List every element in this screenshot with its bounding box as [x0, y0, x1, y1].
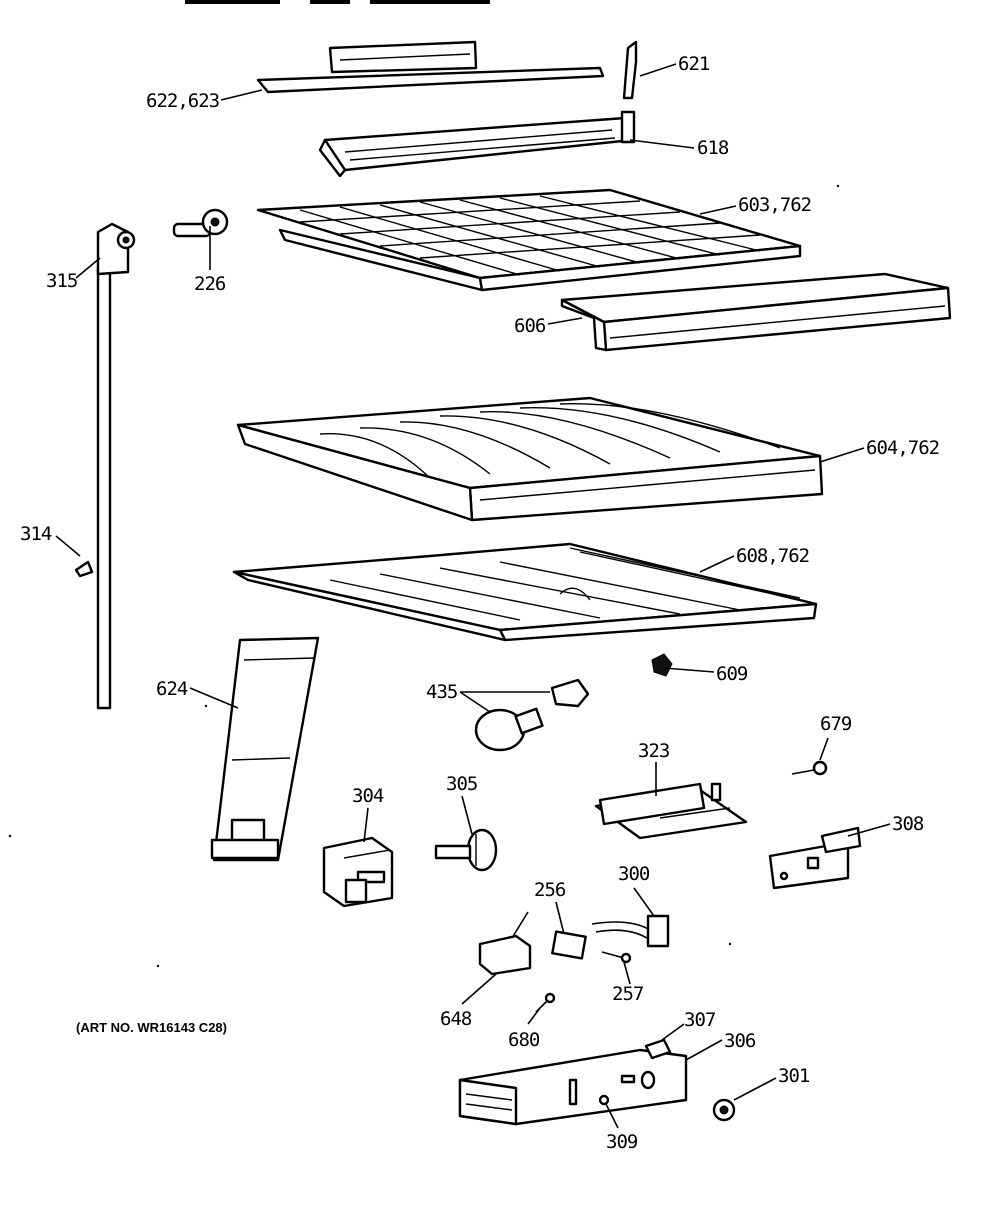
callout-679: 679 [820, 713, 852, 735]
callout-624: 624 [156, 678, 188, 700]
part-608-shelf [232, 542, 818, 642]
callout-622-623: 622,623 [146, 90, 220, 112]
callout-603-762: 603,762 [738, 194, 811, 216]
callout-604-762: 604,762 [866, 437, 939, 459]
part-308-plate [768, 826, 862, 890]
callout-labels: 621 622,623 618 603,762 315 226 606 604,… [20, 53, 940, 1153]
part-315-hinge-rod [96, 222, 136, 710]
part-604-shelf [236, 396, 824, 522]
part-435-bulb [474, 678, 590, 752]
part-621-bracket [622, 40, 638, 100]
part-304-switch [322, 836, 394, 908]
callout-621: 621 [678, 53, 710, 75]
art-number: (ART NO. WR16143 C28) [76, 1020, 227, 1035]
part-306-bracket [458, 1048, 688, 1126]
callout-300: 300 [618, 863, 650, 885]
callout-304: 304 [352, 785, 384, 807]
callout-435: 435 [426, 681, 457, 703]
callout-606: 606 [514, 315, 546, 337]
part-309-screw [598, 1094, 610, 1106]
callout-301: 301 [778, 1065, 810, 1087]
part-679-screw [791, 760, 828, 776]
part-300-wire [591, 914, 670, 948]
callout-306: 306 [724, 1030, 756, 1052]
callout-618: 618 [697, 137, 729, 159]
part-305-knob [434, 828, 498, 872]
callout-309: 309 [606, 1131, 638, 1153]
part-307-clip [644, 1038, 672, 1060]
callout-257: 257 [612, 983, 644, 1005]
callout-315: 315 [46, 270, 77, 292]
callout-648: 648 [440, 1008, 472, 1030]
callout-305: 305 [446, 773, 477, 795]
part-606-trim [560, 272, 952, 352]
part-314-clip [74, 560, 94, 578]
scan-specks [8, 184, 840, 968]
callout-307: 307 [684, 1009, 716, 1031]
part-257-screw [601, 951, 632, 964]
part-624-panel [210, 636, 320, 862]
callout-680: 680 [508, 1029, 540, 1051]
header-fragment [185, 0, 490, 4]
part-323-bracket [594, 782, 748, 840]
part-609-knob [651, 653, 673, 677]
callout-609: 609 [716, 663, 748, 685]
part-226-pin [172, 208, 229, 238]
part-648-switch [478, 911, 532, 976]
part-256-connector [551, 930, 587, 960]
part-622-shelf-cover [256, 40, 605, 94]
part-603-wire-shelf [256, 188, 802, 292]
callout-314: 314 [20, 523, 52, 545]
callout-308: 308 [892, 813, 924, 835]
callout-608-762: 608,762 [736, 545, 809, 567]
callout-226: 226 [194, 273, 226, 295]
part-301-grommet [712, 1098, 736, 1122]
callout-323: 323 [638, 740, 670, 762]
callout-256: 256 [534, 879, 566, 901]
part-618-rail [318, 110, 636, 178]
leader-lines [55, 63, 891, 1129]
